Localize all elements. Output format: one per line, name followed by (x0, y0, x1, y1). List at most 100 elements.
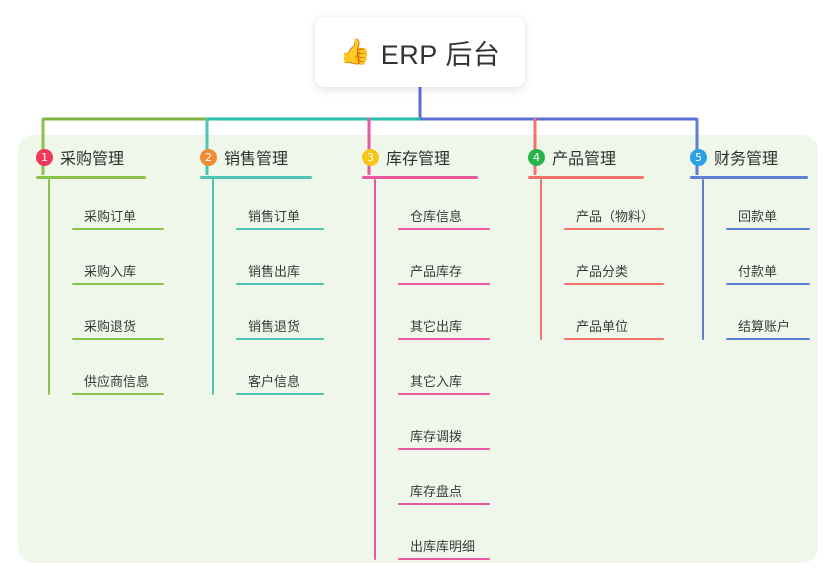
column-underline (690, 176, 808, 179)
leaf-spine (48, 179, 50, 395)
leaf-label: 付款单 (738, 264, 778, 279)
leaf-item[interactable]: 结算账户 (726, 289, 810, 344)
leaf-spine (540, 179, 542, 340)
thumbs-up-icon: 👍 (339, 37, 371, 66)
leaf-rule (236, 283, 324, 285)
column-header[interactable]: 4 产品管理 (528, 145, 644, 169)
leaf-label: 销售订单 (248, 209, 301, 224)
column-number-badge: 5 (690, 148, 707, 166)
leaf-item[interactable]: 销售出库 (236, 234, 324, 289)
leaf-item[interactable]: 销售订单 (236, 179, 324, 234)
leaf-item[interactable]: 产品单位 (564, 289, 664, 344)
leaf-rule (398, 228, 490, 230)
leaf-list: 采购订单采购入库采购退货供应商信息 (48, 179, 164, 399)
leaf-rule (564, 283, 664, 285)
column-产品管理: 4 产品管理产品（物料） 产品分类产品单位 (528, 145, 664, 344)
column-header[interactable]: 2 销售管理 (200, 145, 312, 169)
leaf-label: 出库库明细 (410, 539, 476, 554)
column-underline (36, 176, 146, 179)
leaf-label: 回款单 (738, 209, 778, 224)
column-title: 采购管理 (60, 151, 125, 168)
leaf-spine (212, 179, 214, 395)
leaf-item[interactable]: 库存盘点 (398, 454, 490, 509)
leaf-item[interactable]: 客户信息 (236, 344, 324, 399)
leaf-spine (374, 179, 376, 560)
column-underline (528, 176, 644, 179)
leaf-item[interactable]: 出库库明细 (398, 509, 490, 564)
column-underline (362, 176, 478, 179)
leaf-list: 产品（物料） 产品分类产品单位 (540, 179, 664, 344)
column-财务管理: 5 财务管理回款单付款单结算账户 (690, 145, 810, 344)
leaf-item[interactable]: 产品库存 (398, 234, 490, 289)
leaf-label: 产品分类 (576, 264, 629, 279)
leaf-rule (564, 338, 664, 340)
leaf-rule (72, 283, 164, 285)
leaf-item[interactable]: 供应商信息 (72, 344, 164, 399)
leaf-list: 销售订单销售出库销售退货客户信息 (212, 179, 324, 399)
leaf-item[interactable]: 付款单 (726, 234, 810, 289)
column-title: 销售管理 (224, 151, 289, 168)
leaf-spine (702, 179, 704, 340)
leaf-label: 库存调拨 (410, 429, 463, 444)
column-number-badge: 2 (200, 148, 217, 166)
leaf-label: 采购退货 (84, 319, 137, 334)
leaf-rule (236, 228, 324, 230)
leaf-item[interactable]: 产品（物料） (564, 179, 664, 234)
leaf-rule (726, 228, 810, 230)
leaf-rule (72, 393, 164, 395)
column-title: 产品管理 (552, 151, 617, 168)
column-header[interactable]: 3 库存管理 (362, 145, 478, 169)
column-header[interactable]: 5 财务管理 (690, 145, 808, 169)
leaf-label: 采购订单 (84, 209, 137, 224)
column-库存管理: 3 库存管理仓库信息产品库存其它出库其它入库库存调拨库存盘点出库库明细 (362, 145, 490, 564)
leaf-item[interactable]: 库存调拨 (398, 399, 490, 454)
leaf-label: 产品（物料） (576, 209, 655, 224)
leaf-item[interactable]: 采购入库 (72, 234, 164, 289)
leaf-label: 库存盘点 (410, 484, 463, 499)
leaf-label: 销售出库 (248, 264, 301, 279)
leaf-rule (726, 338, 810, 340)
leaf-label: 其它出库 (410, 319, 463, 334)
leaf-label: 客户信息 (248, 374, 301, 389)
leaf-rule (398, 393, 490, 395)
leaf-label: 销售退货 (248, 319, 301, 334)
root-node[interactable]: 👍 ERP 后台 (315, 17, 525, 87)
leaf-label: 供应商信息 (84, 374, 150, 389)
column-number-badge: 3 (362, 148, 379, 166)
column-header[interactable]: 1 采购管理 (36, 145, 146, 169)
leaf-item[interactable]: 采购订单 (72, 179, 164, 234)
leaf-rule (564, 228, 664, 230)
leaf-rule (72, 228, 164, 230)
column-title: 财务管理 (714, 151, 779, 168)
leaf-item[interactable]: 其它出库 (398, 289, 490, 344)
leaf-label: 产品单位 (576, 319, 629, 334)
leaf-item[interactable]: 仓库信息 (398, 179, 490, 234)
leaf-label: 结算账户 (738, 319, 791, 334)
leaf-rule (236, 393, 324, 395)
leaf-label: 其它入库 (410, 374, 463, 389)
leaf-rule (398, 283, 490, 285)
column-title: 库存管理 (386, 151, 451, 168)
leaf-rule (398, 338, 490, 340)
column-采购管理: 1 采购管理采购订单采购入库采购退货供应商信息 (36, 145, 164, 399)
leaf-rule (726, 283, 810, 285)
leaf-item[interactable]: 回款单 (726, 179, 810, 234)
column-number-badge: 1 (36, 148, 53, 166)
leaf-list: 仓库信息产品库存其它出库其它入库库存调拨库存盘点出库库明细 (374, 179, 490, 564)
root-title: ERP 后台 (380, 39, 501, 70)
leaf-item[interactable]: 采购退货 (72, 289, 164, 344)
leaf-label: 产品库存 (410, 264, 463, 279)
leaf-rule (398, 558, 490, 560)
column-number-badge: 4 (528, 148, 545, 166)
leaf-item[interactable]: 销售退货 (236, 289, 324, 344)
leaf-rule (398, 448, 490, 450)
leaf-rule (72, 338, 164, 340)
column-销售管理: 2 销售管理销售订单销售出库销售退货客户信息 (200, 145, 324, 399)
leaf-rule (398, 503, 490, 505)
leaf-item[interactable]: 产品分类 (564, 234, 664, 289)
column-underline (200, 176, 312, 179)
leaf-item[interactable]: 其它入库 (398, 344, 490, 399)
diagram-panel (18, 135, 818, 563)
leaf-rule (236, 338, 324, 340)
